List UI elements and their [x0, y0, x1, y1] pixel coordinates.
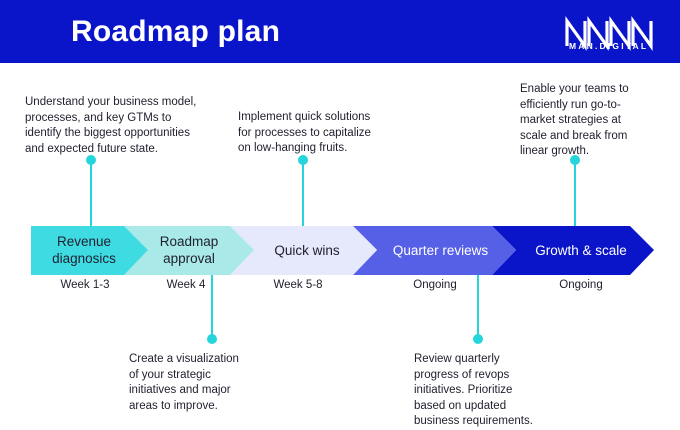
connector-dot-4 — [473, 334, 483, 344]
stage-2-arrow — [124, 226, 254, 275]
connector-dot-5 — [570, 155, 580, 165]
stage-1-arrow — [31, 226, 148, 275]
stage-1-description: Understand your business model,processes… — [25, 96, 197, 155]
stage-5-timing: Ongoing — [559, 279, 603, 291]
stage-2-timing: Week 4 — [166, 279, 206, 291]
nnnn-logo-icon — [565, 16, 653, 51]
connector-dot-3 — [298, 155, 308, 165]
stage-4-timing: Ongoing — [413, 279, 457, 291]
connector-dot-1 — [86, 155, 96, 165]
stage-4-label: Quarter reviews — [392, 243, 489, 258]
stage-1-timing: Week 1-3 — [60, 279, 110, 291]
stage-3-arrow — [230, 226, 377, 275]
stage-5-arrow — [492, 226, 654, 275]
stage-3-timing: Week 5-8 — [273, 279, 323, 291]
page-title: Roadmap plan — [71, 15, 281, 48]
stage-3-label: Quick wins — [274, 243, 340, 258]
connector-dot-2 — [207, 334, 217, 344]
stage-5-label: Growth & scale — [535, 243, 627, 258]
brand-name: MAN.DIGITAL — [569, 41, 649, 51]
stage-4-arrow — [353, 226, 516, 275]
